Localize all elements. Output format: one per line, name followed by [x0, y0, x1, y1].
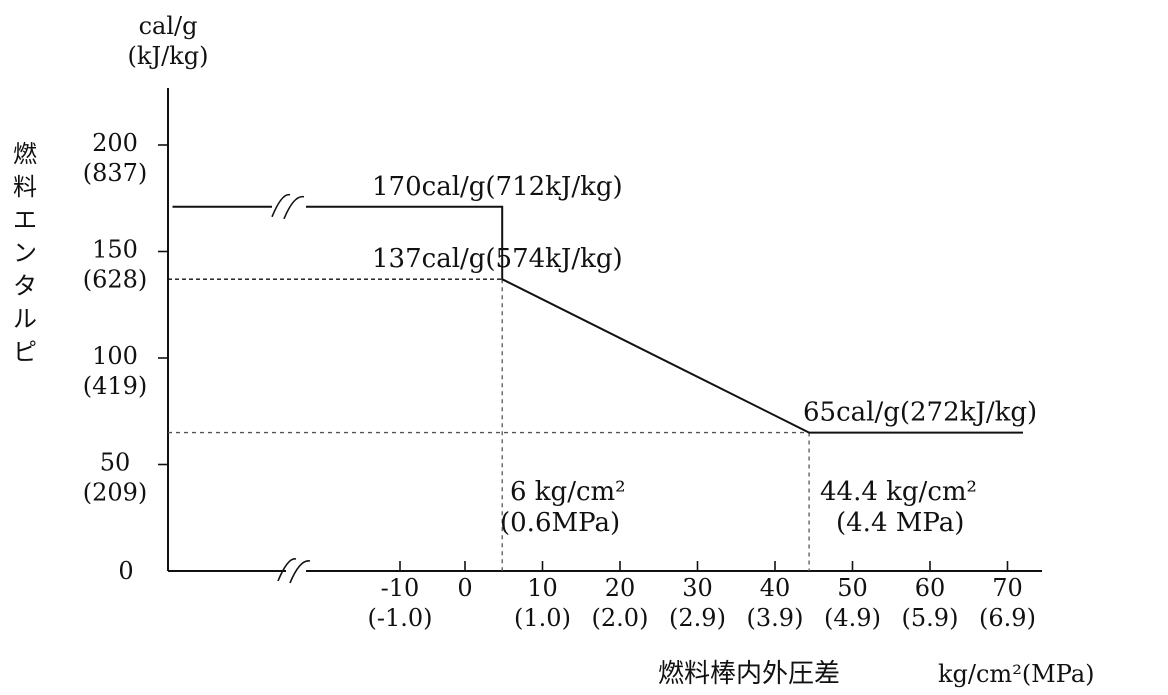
x-tick-label: 50: [837, 574, 868, 602]
axes: [167, 88, 1042, 572]
break-mark-bottom: [277, 558, 297, 582]
y-axis-label-char: 料: [13, 173, 37, 201]
x-tick-label: 10: [527, 574, 558, 602]
x-tick-label: 70: [992, 574, 1023, 602]
y-unit-top: cal/g: [139, 12, 198, 40]
y-axis-label: 燃 料 エ ン タ ル ピ: [13, 140, 37, 366]
y-tick-sublabel: (209): [83, 479, 148, 507]
x-tick-sublabel: (5.9): [902, 604, 959, 632]
x-axis-label: 燃料棒内外圧差: [658, 659, 840, 689]
x-tick-label: 0: [457, 574, 472, 602]
x-tick-sublabel: (3.9): [747, 604, 804, 632]
x-tick-label: 40: [760, 574, 791, 602]
x-tick-sublabel: (2.0): [592, 604, 649, 632]
x-tick-label: -10: [381, 574, 420, 602]
x-tick-label: 20: [605, 574, 636, 602]
y-tick-sublabel: (628): [83, 266, 148, 294]
y-axis-label-char: ン: [13, 239, 37, 267]
y-axis-label-char: ル: [13, 305, 37, 333]
y-tick-label: 0: [118, 557, 133, 585]
annotation-137: 137cal/g(574kJ/kg): [372, 244, 623, 274]
x-tick-label: 60: [915, 574, 946, 602]
x-tick-sublabel: (1.0): [514, 604, 571, 632]
series-line: [172, 205, 1023, 434]
annotations: 170cal/g(712kJ/kg) 137cal/g(574kJ/kg) 65ca…: [372, 172, 1037, 538]
y-axis-label-char: ピ: [13, 338, 37, 366]
reference-lines: [168, 278, 810, 571]
annotation-0.6mpa: (0.6MPa): [500, 508, 620, 538]
y-tick-label: 100: [92, 342, 138, 370]
axis-breaks: [271, 192, 311, 584]
annotation-44kg: 44.4 kg/cm²: [820, 477, 977, 507]
y-tick-label: 200: [92, 129, 138, 157]
y-axis-label-char: タ: [13, 272, 37, 300]
y-unit-bottom: (kJ/kg): [128, 42, 209, 70]
series-group: [172, 205, 1023, 434]
x-axis-unit: kg/cm²(MPa): [938, 660, 1095, 688]
annotation-170: 170cal/g(712kJ/kg): [372, 172, 623, 202]
y-tick-sublabel: (419): [83, 372, 148, 400]
break-mark-bottom: [289, 560, 311, 584]
break-mark-top: [271, 193, 291, 218]
x-ticks: -10(-1.0) 0 10(1.0) 20(2.0) 30(2.9) 40(3.9) 50…: [367, 561, 1036, 632]
y-tick-label: 50: [100, 449, 131, 477]
y-ticks: 0 50(209) 100(419) 150(628) 200(837): [83, 129, 168, 585]
y-axis-label-char: エ: [13, 206, 37, 234]
x-tick-sublabel: (2.9): [669, 604, 726, 632]
y-axis-label-char: 燃: [13, 140, 37, 168]
x-tick-sublabel: (6.9): [979, 604, 1036, 632]
x-tick-label: 30: [682, 574, 713, 602]
break-mark-top: [283, 195, 305, 220]
x-tick-sublabel: (4.9): [824, 604, 881, 632]
y-tick-label: 150: [92, 236, 138, 264]
annotation-6kg: 6 kg/cm²: [510, 477, 626, 507]
annotation-65: 65cal/g(272kJ/kg): [803, 398, 1037, 428]
annotation-4.4mpa: (4.4 MPa): [836, 508, 964, 538]
x-tick-sublabel: (-1.0): [367, 604, 432, 632]
y-tick-sublabel: (837): [83, 159, 148, 187]
